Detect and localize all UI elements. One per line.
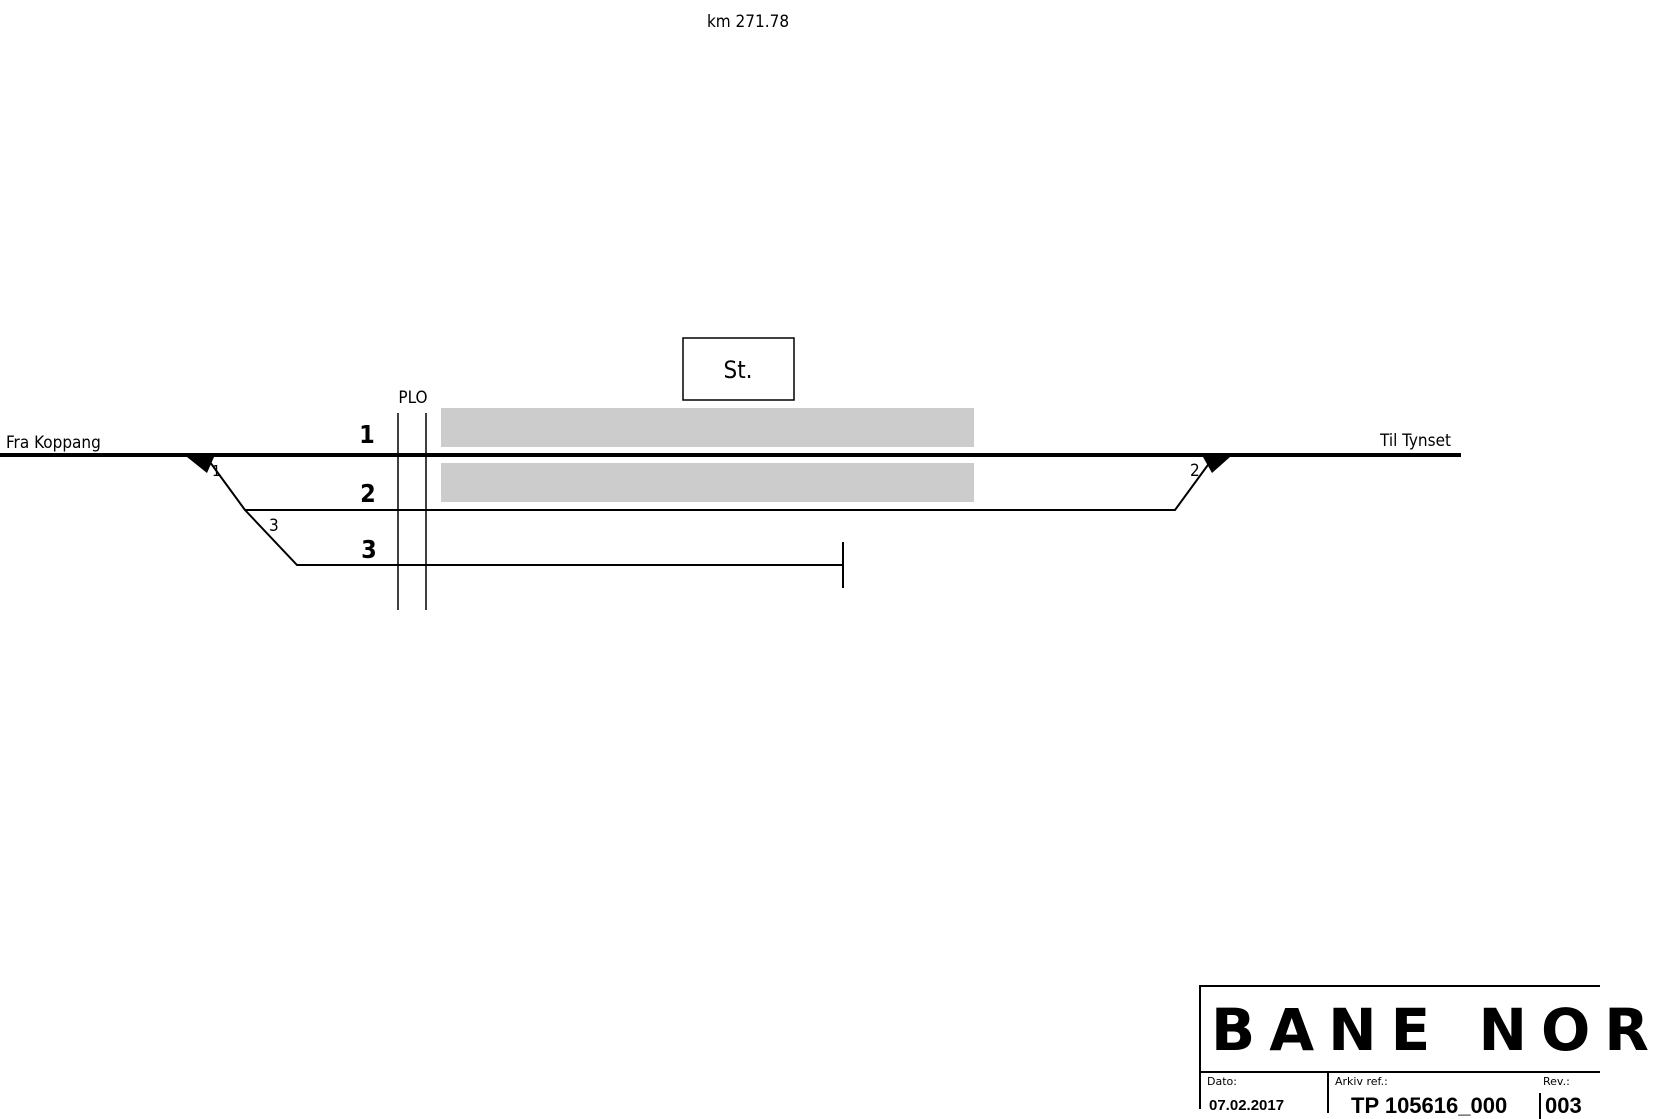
station-building-label: St. (723, 356, 752, 384)
archive-caption: Arkiv ref.: (1335, 1075, 1388, 1088)
rev-value: 003 (1539, 1093, 1582, 1119)
switch-2-marker (1203, 457, 1230, 473)
direction-left-label: Fra Koppang (6, 433, 101, 453)
track-3-number: 3 (361, 535, 377, 564)
title-block: BANE NOR Dato: 07.02.2017 Arkiv ref.: TP… (1199, 985, 1649, 1119)
track-2-number: 2 (360, 479, 376, 508)
archive-cell: Arkiv ref.: TP 105616_000 (1329, 1073, 1529, 1118)
date-value: 07.02.2017 (1209, 1097, 1285, 1114)
switch-2-label: 2 (1190, 461, 1200, 481)
switch-1-marker (187, 457, 214, 473)
km-label: km 271.78 (707, 12, 789, 32)
date-caption: Dato: (1207, 1075, 1237, 1088)
switch-1-label: 1 (212, 462, 221, 480)
track-diagram: km 271.78 St. 1 2 3 PLO 1 2 3 Fra Koppan… (0, 12, 1461, 610)
rev-cell: Rev.: 003 (1529, 1073, 1602, 1119)
platform-2 (441, 463, 974, 502)
direction-right-label: Til Tynset (1379, 431, 1451, 451)
bane-nor-logo: BANE NOR (1201, 987, 1649, 1073)
station-building-box (682, 337, 795, 401)
date-cell: Dato: 07.02.2017 (1201, 1073, 1329, 1114)
plo-label: PLO (398, 388, 427, 408)
platform-1 (441, 408, 974, 447)
rev-caption: Rev.: (1543, 1075, 1570, 1088)
switch-3-label: 3 (269, 516, 279, 536)
archive-value: TP 105616_000 (1351, 1093, 1508, 1118)
track-1-number: 1 (359, 420, 375, 449)
track-2-line (206, 457, 1214, 511)
track-3-line (244, 509, 843, 566)
